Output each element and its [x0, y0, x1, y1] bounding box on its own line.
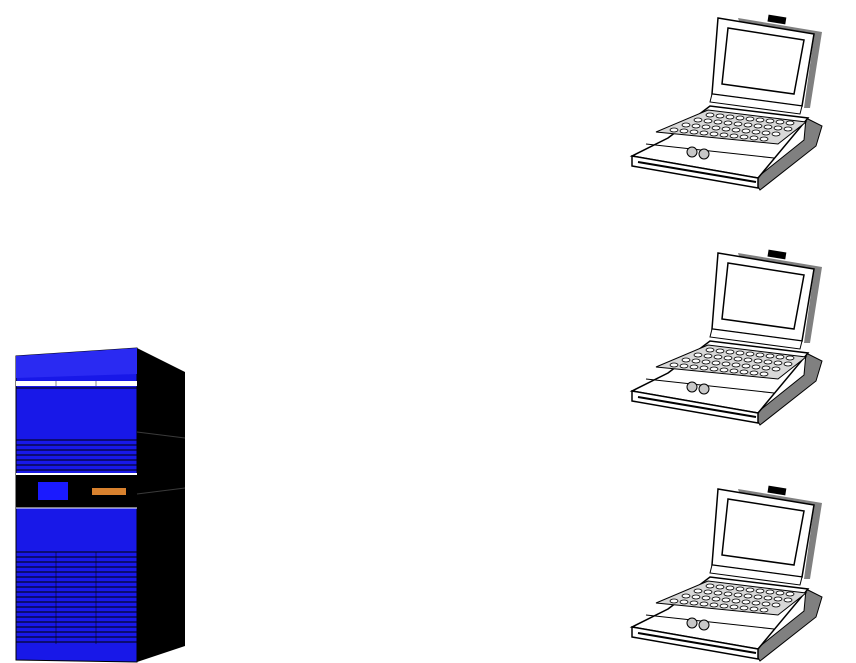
laptop-hinge — [709, 93, 803, 115]
laptop-trackball-left — [686, 617, 698, 629]
laptop-base-side — [753, 117, 823, 191]
laptop-trackball-left — [686, 146, 698, 158]
server-upper-vents — [16, 439, 137, 471]
laptop-keys — [669, 347, 795, 377]
laptop-trackball-left — [686, 381, 698, 393]
server-top-rail — [16, 381, 137, 386]
laptop-keyboard — [655, 109, 808, 145]
laptop-lid-clip — [767, 485, 787, 496]
laptop-keys — [669, 112, 795, 142]
laptop-trackball-right — [698, 148, 710, 160]
server-lower-vents — [16, 551, 137, 643]
laptop-lid-clip — [767, 249, 787, 260]
laptop-icon — [629, 14, 823, 191]
laptop-icon — [629, 485, 823, 662]
tower-server-icon — [15, 347, 186, 663]
laptop-screen — [721, 27, 805, 95]
laptop-keyboard — [655, 580, 808, 616]
laptop-screen — [721, 262, 805, 330]
laptop-trackball-right — [698, 619, 710, 631]
laptop-screen — [721, 498, 805, 566]
laptop-keyboard — [655, 344, 808, 380]
server-side-panel — [137, 348, 185, 662]
laptop-keys — [669, 583, 795, 613]
server-drive — [38, 482, 68, 500]
laptop-icon — [629, 249, 823, 426]
laptop-trackball-right — [698, 383, 710, 395]
server-top-bevel — [16, 348, 137, 378]
laptop-lid-clip — [767, 14, 787, 25]
server-indicator — [92, 488, 126, 495]
